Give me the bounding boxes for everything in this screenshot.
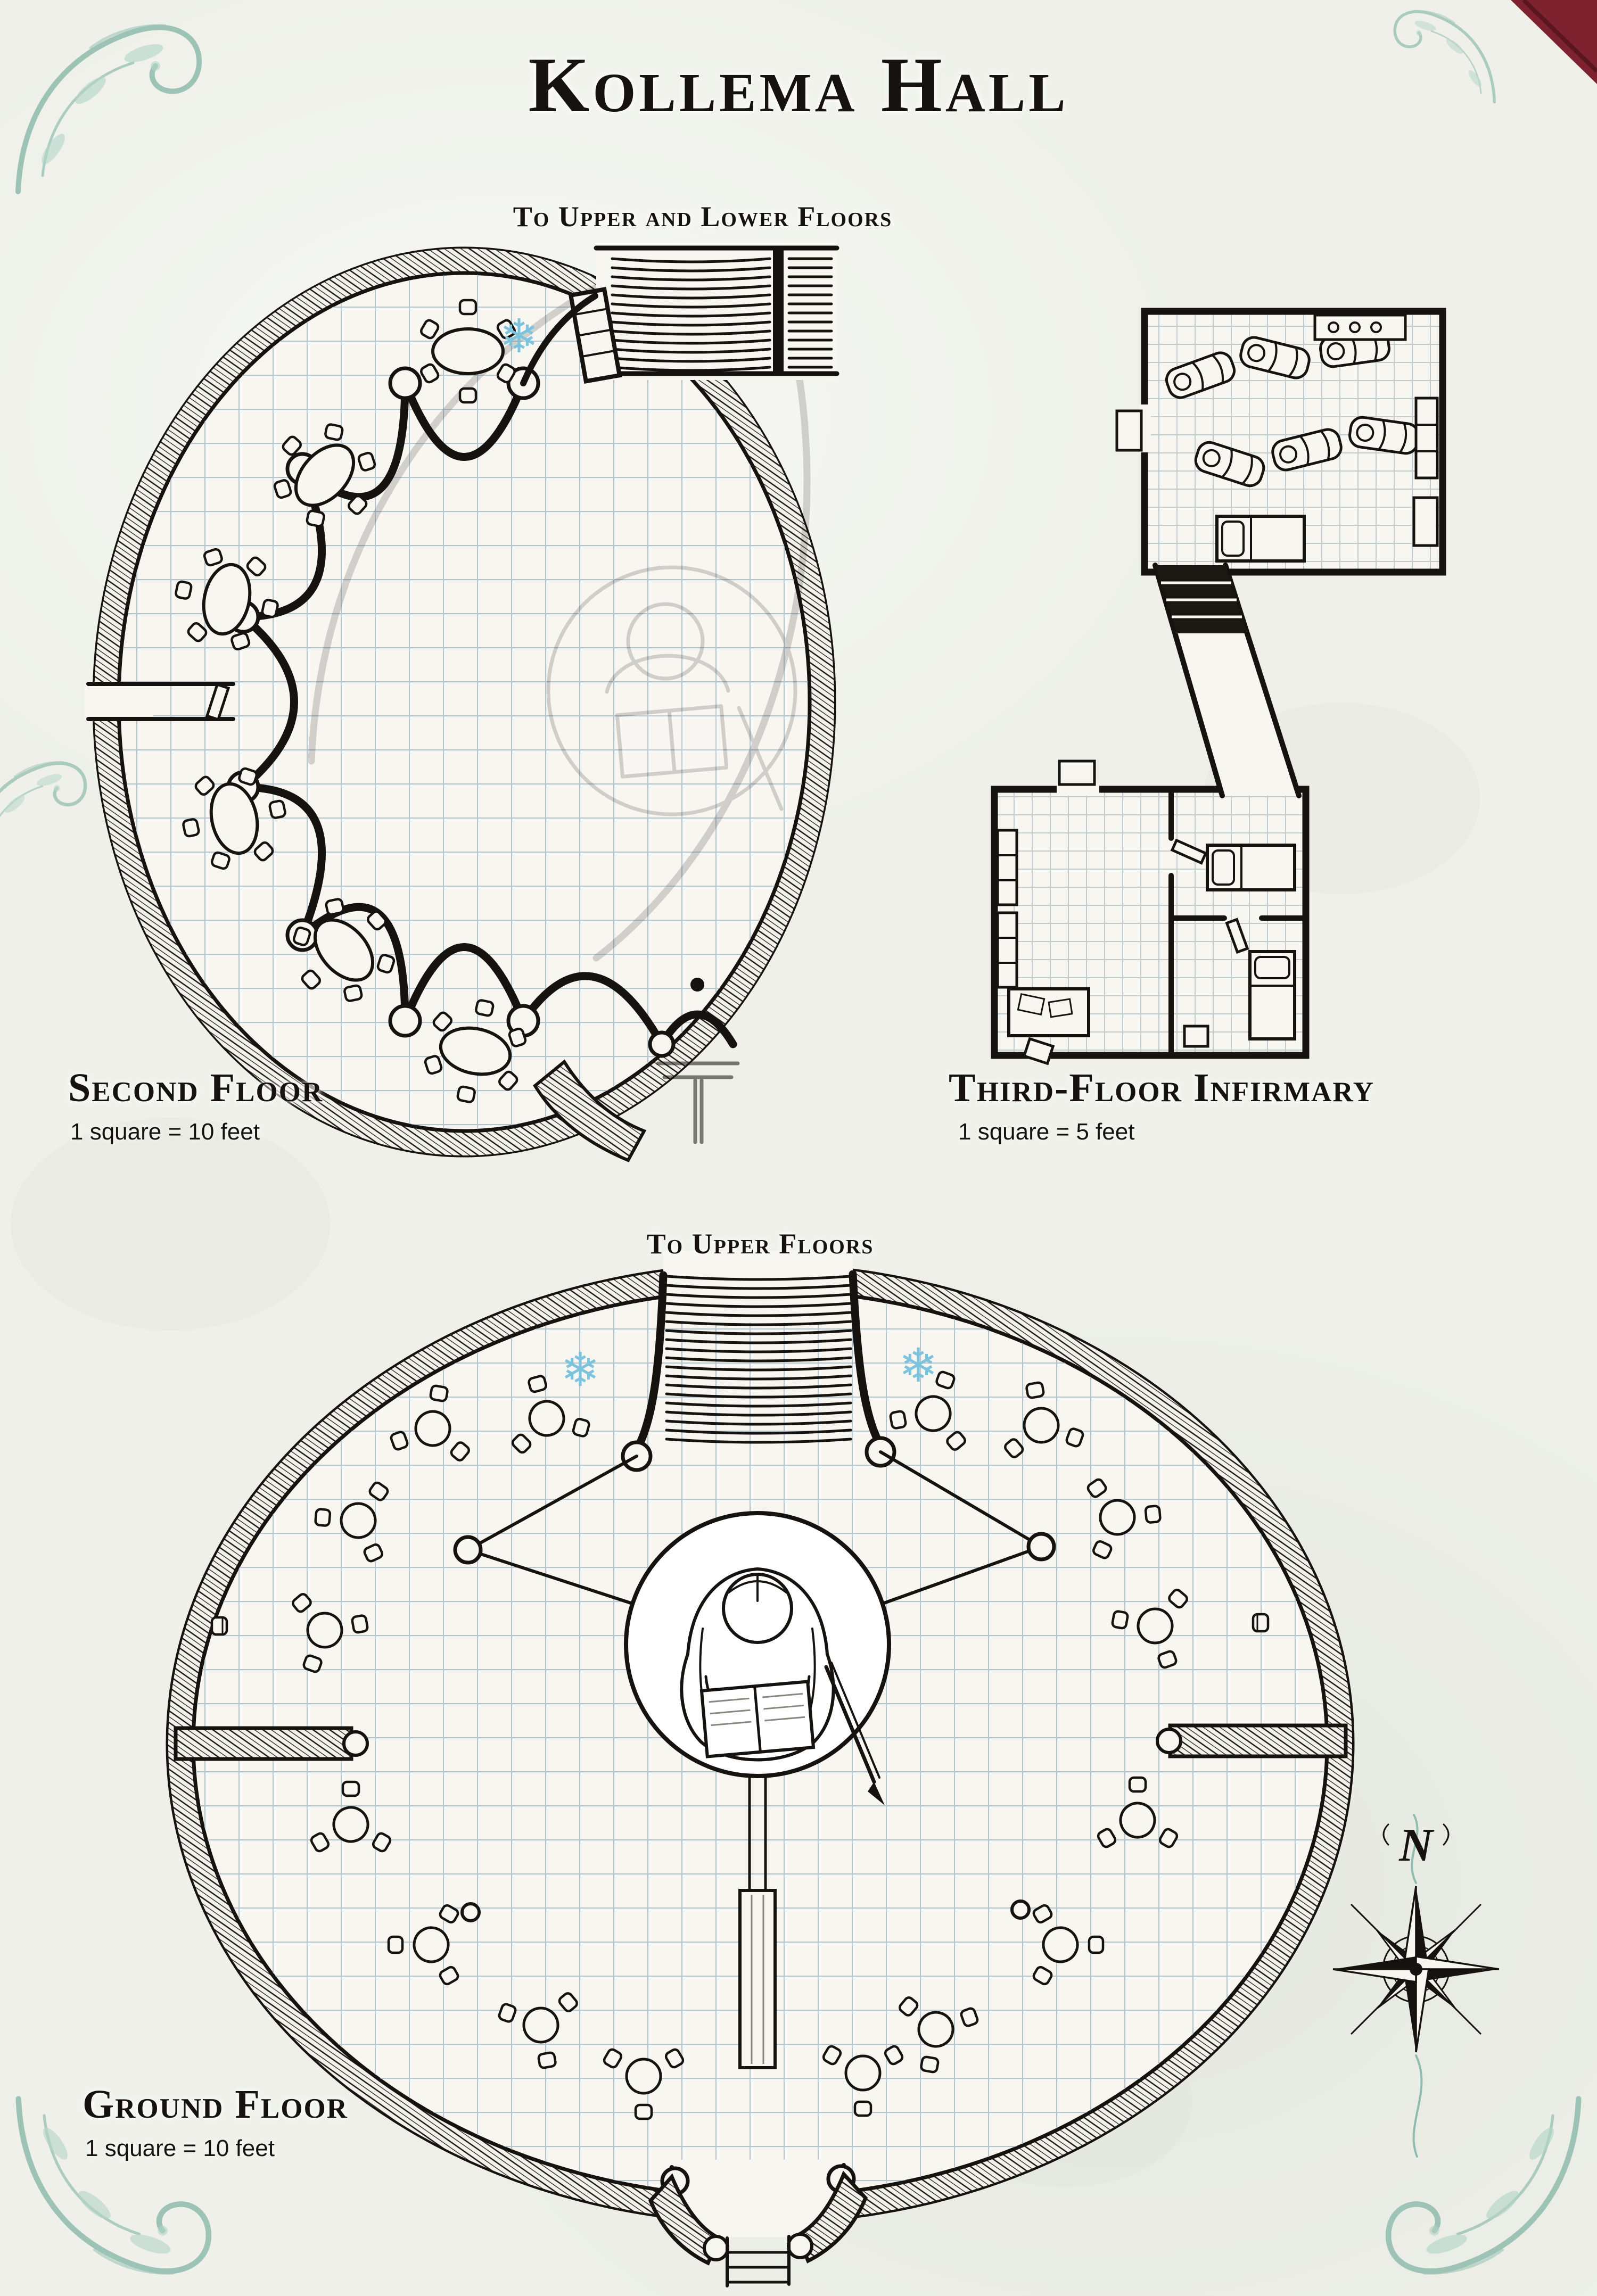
door xyxy=(1115,409,1143,452)
snowflake-icon: ❄ xyxy=(499,309,539,364)
bed-icon xyxy=(1250,952,1295,1039)
infirmary-private-rooms xyxy=(991,759,1310,1066)
cabinet xyxy=(1412,496,1439,547)
west-entrance xyxy=(84,682,235,722)
banner-runner xyxy=(738,1774,777,2069)
compass-north-label: N xyxy=(1398,1820,1435,1871)
flourish-icon xyxy=(1388,2099,1578,2274)
snowflake-icon: ❄ xyxy=(561,1342,600,1397)
bed-icon xyxy=(1217,516,1304,561)
queue-ropes xyxy=(453,1450,1056,1605)
door xyxy=(1170,838,1208,865)
stairs-upper xyxy=(621,1251,896,1472)
shelf xyxy=(1414,397,1439,480)
balcony-lectern xyxy=(656,1061,740,1144)
pillar xyxy=(1010,1899,1031,1920)
desk xyxy=(1007,987,1090,1066)
second-floor-stairs-label: To Upper and Lower Floors xyxy=(513,201,893,233)
chair-icon xyxy=(212,1617,227,1634)
infirmary-scale: 1 square = 5 feet xyxy=(958,1119,1135,1145)
wall-buttress xyxy=(533,1059,647,1162)
ground-floor-stairs-label: To Upper Floors xyxy=(646,1228,874,1260)
stair-corridor xyxy=(1153,563,1302,798)
second-floor-map: ❄ xyxy=(84,241,839,1162)
stairs-upper-lower xyxy=(520,241,839,386)
reader-statue xyxy=(624,1511,891,1805)
pillar xyxy=(460,1902,481,1922)
wall-stub xyxy=(174,1723,1348,1761)
infirmary-title: Third-Floor Infirmary xyxy=(949,1066,1375,1110)
second-floor-scale: 1 square = 10 feet xyxy=(70,1119,260,1145)
shelf xyxy=(996,829,1018,989)
bed-icon xyxy=(1207,845,1295,890)
quill-icon xyxy=(824,1662,885,1805)
ground-floor-map: ❄ ❄ xyxy=(166,1251,1355,2287)
flourish-icon xyxy=(0,762,85,870)
compass-rose: N xyxy=(1332,1814,1500,2158)
ghost-reader-figure xyxy=(308,284,811,962)
door xyxy=(1225,918,1249,954)
ground-floor-scale: 1 square = 10 feet xyxy=(85,2135,275,2161)
side-table xyxy=(1183,1025,1209,1048)
ground-floor-title: Ground Floor xyxy=(83,2082,348,2127)
chair-icon xyxy=(1253,1614,1268,1631)
corner-ribbon xyxy=(1511,0,1597,84)
door xyxy=(1058,759,1096,786)
second-floor-title: Second Floor xyxy=(68,1066,324,1110)
snowflake-icon: ❄ xyxy=(899,1338,938,1393)
infirmary-map xyxy=(991,308,1446,1066)
south-entrance xyxy=(648,2160,868,2287)
infirmary-ward xyxy=(1115,308,1446,576)
page-title: Kollema Hall xyxy=(528,42,1069,129)
